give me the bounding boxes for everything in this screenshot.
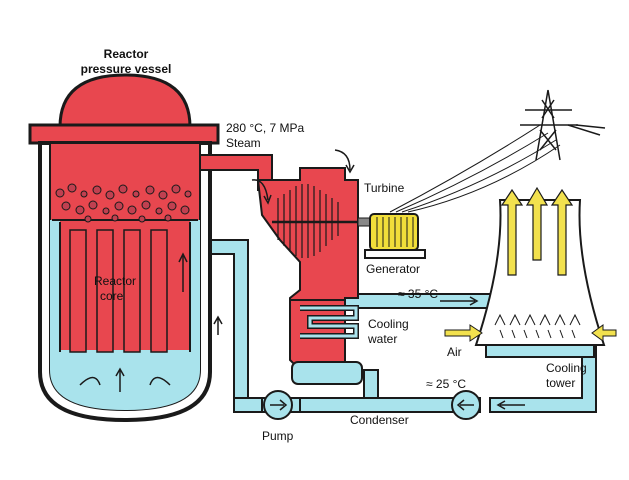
pump-right bbox=[451, 390, 481, 420]
air-inlet-arrow-left bbox=[444, 324, 483, 342]
air-inlet-arrow-right bbox=[591, 324, 617, 342]
steam-label: Steam bbox=[226, 136, 261, 150]
turbine-shaft bbox=[357, 217, 371, 227]
steam-arrowhead-1 bbox=[263, 194, 272, 205]
steam-arrowhead-2 bbox=[345, 164, 355, 174]
turbine-blades bbox=[272, 184, 362, 258]
steam-conditions-label: 280 °C, 7 MPa bbox=[226, 121, 304, 135]
vessel-dome bbox=[58, 73, 192, 129]
cooling-condenser-link bbox=[363, 369, 379, 399]
cooling-tower-label-1: Cooling bbox=[546, 361, 587, 375]
condenser-label: Condenser bbox=[350, 413, 409, 427]
steam-bubbles bbox=[55, 183, 192, 223]
cooling-spray bbox=[494, 313, 581, 339]
cooling-tower-label-2: tower bbox=[546, 376, 575, 390]
steam-line bbox=[199, 154, 273, 191]
fuel-rod bbox=[123, 229, 141, 353]
air-label: Air bbox=[447, 345, 462, 359]
steam-arrow-1 bbox=[251, 179, 269, 201]
cooling-water-label-1: Cooling bbox=[368, 317, 409, 331]
fuel-rod bbox=[150, 229, 168, 353]
feedwater-pipe-bottom bbox=[233, 397, 263, 413]
reactor-core-label-1: Reactor bbox=[94, 274, 136, 288]
cooling-tower-basin bbox=[485, 344, 595, 358]
reactor-vessel-label-1: Reactor bbox=[104, 47, 149, 61]
reactor-vessel-label-2: pressure vessel bbox=[81, 62, 172, 76]
generator bbox=[364, 213, 426, 259]
pipe-flow-arrows bbox=[213, 296, 525, 410]
vessel-flow-arrows bbox=[79, 252, 188, 392]
turbine-label: Turbine bbox=[364, 181, 405, 195]
cooling-water-label-2: water bbox=[367, 332, 397, 346]
generator-fins bbox=[376, 217, 414, 247]
reactor-vessel bbox=[28, 73, 220, 423]
vessel-flange bbox=[28, 123, 220, 145]
reactor-core-rods bbox=[69, 229, 168, 353]
reactor-core-label-2: core bbox=[100, 289, 124, 303]
pump-left bbox=[263, 390, 293, 420]
transmission-pylon-icon bbox=[520, 89, 606, 161]
steam-arrow-2 bbox=[334, 149, 351, 171]
generator-base bbox=[364, 249, 426, 259]
vessel-bottom-water bbox=[52, 350, 198, 408]
pump-label: Pump bbox=[262, 429, 294, 443]
condenser-coil-fill bbox=[300, 306, 358, 338]
cooling-tower bbox=[444, 186, 617, 358]
turbine-assembly bbox=[251, 149, 371, 385]
fuel-rod bbox=[69, 229, 87, 353]
steam-pipe bbox=[199, 154, 273, 191]
fuel-rod bbox=[96, 229, 114, 353]
inlet-temperature-label: ≈ 25 °C bbox=[426, 377, 466, 391]
generator-label: Generator bbox=[366, 262, 420, 276]
vapor-arrows bbox=[500, 186, 574, 276]
outlet-temperature-label: ≈ 35 °C bbox=[398, 287, 438, 301]
condenser-hotwell bbox=[291, 361, 363, 385]
